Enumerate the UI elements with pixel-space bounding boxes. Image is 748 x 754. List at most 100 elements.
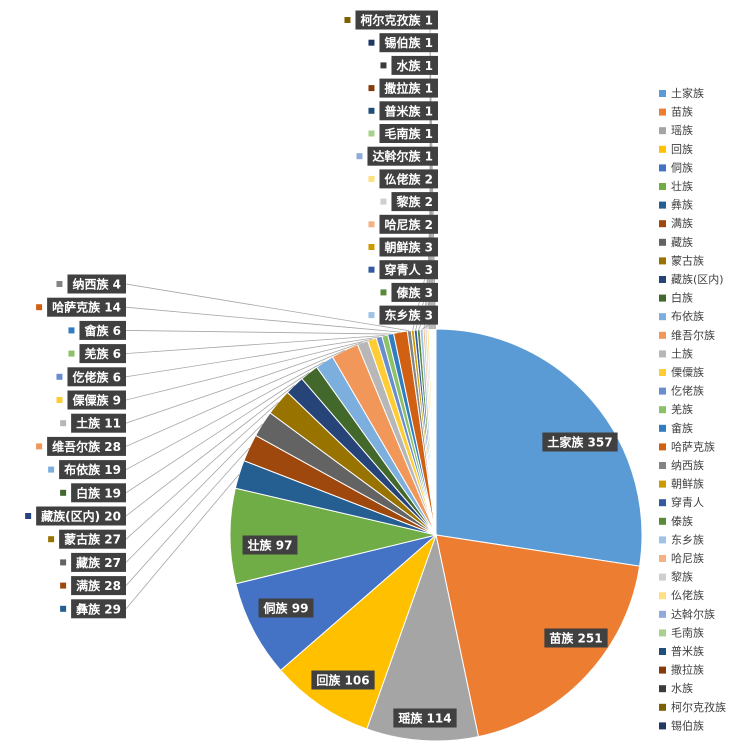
data-label-key [380, 198, 387, 205]
data-label-key [60, 582, 67, 589]
leader-line [125, 338, 373, 401]
legend-item: 仫佬族 [659, 588, 704, 602]
legend-label: 畲族 [671, 421, 693, 435]
legend-swatch [659, 629, 666, 637]
legend-label: 普米族 [671, 644, 704, 658]
legend-label: 彝族 [671, 198, 693, 212]
data-label-box [379, 260, 438, 280]
data-label-box [355, 10, 438, 30]
data-label: 羌族 6 [68, 344, 126, 364]
legend-item: 苗族 [659, 105, 693, 119]
data-label-key [368, 39, 375, 46]
data-label-key [68, 327, 75, 334]
data-label: 布依族 19 [48, 460, 126, 480]
data-label-box [71, 576, 126, 596]
data-label-box [67, 390, 126, 410]
data-label-key [56, 373, 63, 380]
leader-line [125, 402, 279, 540]
data-label: 傣族 3 [380, 282, 438, 302]
leader-line [125, 349, 345, 447]
leader-line [125, 342, 363, 424]
data-label-key [60, 605, 67, 612]
legend-swatch [659, 536, 666, 544]
legend-label: 水族 [671, 681, 693, 695]
legend-label: 羌族 [671, 402, 693, 416]
legend-swatch [659, 238, 666, 246]
legend-item: 东乡族 [659, 532, 704, 546]
legend-swatch [659, 480, 666, 488]
leader-line [125, 283, 410, 332]
data-label-box [391, 282, 438, 302]
pie-slice [435, 534, 641, 738]
data-label-text: 仫佬族 2 [384, 171, 433, 186]
data-label-key [368, 130, 375, 137]
data-label: 穿青人 3 [368, 260, 438, 280]
data-label-key [380, 62, 387, 69]
data-label-text: 傈僳族 9 [72, 393, 121, 408]
data-label: 壮族 97 [242, 535, 298, 555]
legend-label: 毛南族 [671, 625, 704, 639]
legend-item: 纳西族 [659, 458, 704, 472]
data-label-key [368, 175, 375, 182]
legend-swatch [659, 555, 666, 562]
leader-line [429, 51, 436, 330]
data-label: 达斡尔族 1 [356, 146, 438, 166]
data-label-key [380, 289, 387, 296]
legend-item: 普米族 [659, 644, 704, 658]
legend-label: 纳西族 [671, 458, 704, 472]
legend-label: 回族 [671, 142, 693, 156]
legend-label: 瑶族 [671, 123, 693, 137]
legend-item: 土家族 [659, 86, 704, 100]
data-label-box [391, 192, 438, 212]
data-label-key [368, 107, 375, 114]
legend-label: 满族 [671, 216, 693, 230]
legend-item: 畲族 [659, 421, 693, 435]
legend-swatch [659, 90, 666, 97]
leader-line [125, 361, 325, 470]
legend: 土家族苗族瑶族回族侗族壮族彝族满族藏族蒙古族藏族(区内)白族布依族维吾尔族土族傈… [659, 86, 726, 732]
legend-swatch [659, 145, 666, 153]
data-label-text: 哈萨克族 14 [52, 300, 121, 315]
data-label-text: 纳西族 4 [72, 277, 121, 292]
data-label-text: 藏族 27 [76, 555, 121, 570]
pie-slices [229, 328, 643, 742]
legend-item: 仡佬族 [659, 384, 704, 398]
legend-label: 壮族 [671, 179, 693, 193]
legend-label: 苗族 [671, 105, 693, 119]
legend-item: 朝鲜族 [659, 477, 704, 491]
legend-label: 仫佬族 [671, 588, 704, 602]
legend-swatch [659, 517, 666, 525]
data-label-box [79, 320, 126, 340]
data-label: 藏族 27 [60, 552, 126, 572]
data-label: 蒙古族 27 [48, 529, 126, 549]
data-label-text: 土家族 357 [547, 435, 612, 450]
legend-swatch [659, 703, 666, 711]
pie-slice [366, 533, 480, 742]
legend-label: 朝鲜族 [671, 477, 704, 491]
data-label-text: 侗族 99 [263, 601, 309, 616]
leader-line [125, 335, 385, 354]
data-label-text: 普米族 1 [384, 103, 433, 118]
legend-swatch [659, 220, 666, 228]
data-label-key [56, 397, 63, 403]
legend-label: 撒拉族 [671, 663, 704, 677]
legend-item: 傈僳族 [659, 365, 704, 379]
legend-item: 毛南族 [659, 625, 704, 639]
data-label: 哈尼族 2 [368, 214, 438, 234]
legend-item: 白族 [659, 291, 693, 305]
data-label-box [379, 237, 438, 257]
data-label: 撒拉族 1 [368, 78, 438, 98]
data-label-box [71, 599, 126, 619]
legend-item: 回族 [659, 142, 693, 156]
data-label-key [56, 281, 63, 287]
legend-swatch [659, 387, 666, 395]
data-label-text: 穿青人 3 [384, 262, 433, 277]
data-label-text: 锡伯族 1 [384, 35, 433, 50]
data-label-box [59, 529, 126, 549]
data-label: 回族 106 [311, 670, 375, 690]
legend-swatch [659, 499, 666, 507]
data-label-box [59, 460, 126, 480]
data-label-text: 达斡尔族 1 [372, 149, 433, 164]
data-label: 普米族 1 [368, 101, 438, 121]
